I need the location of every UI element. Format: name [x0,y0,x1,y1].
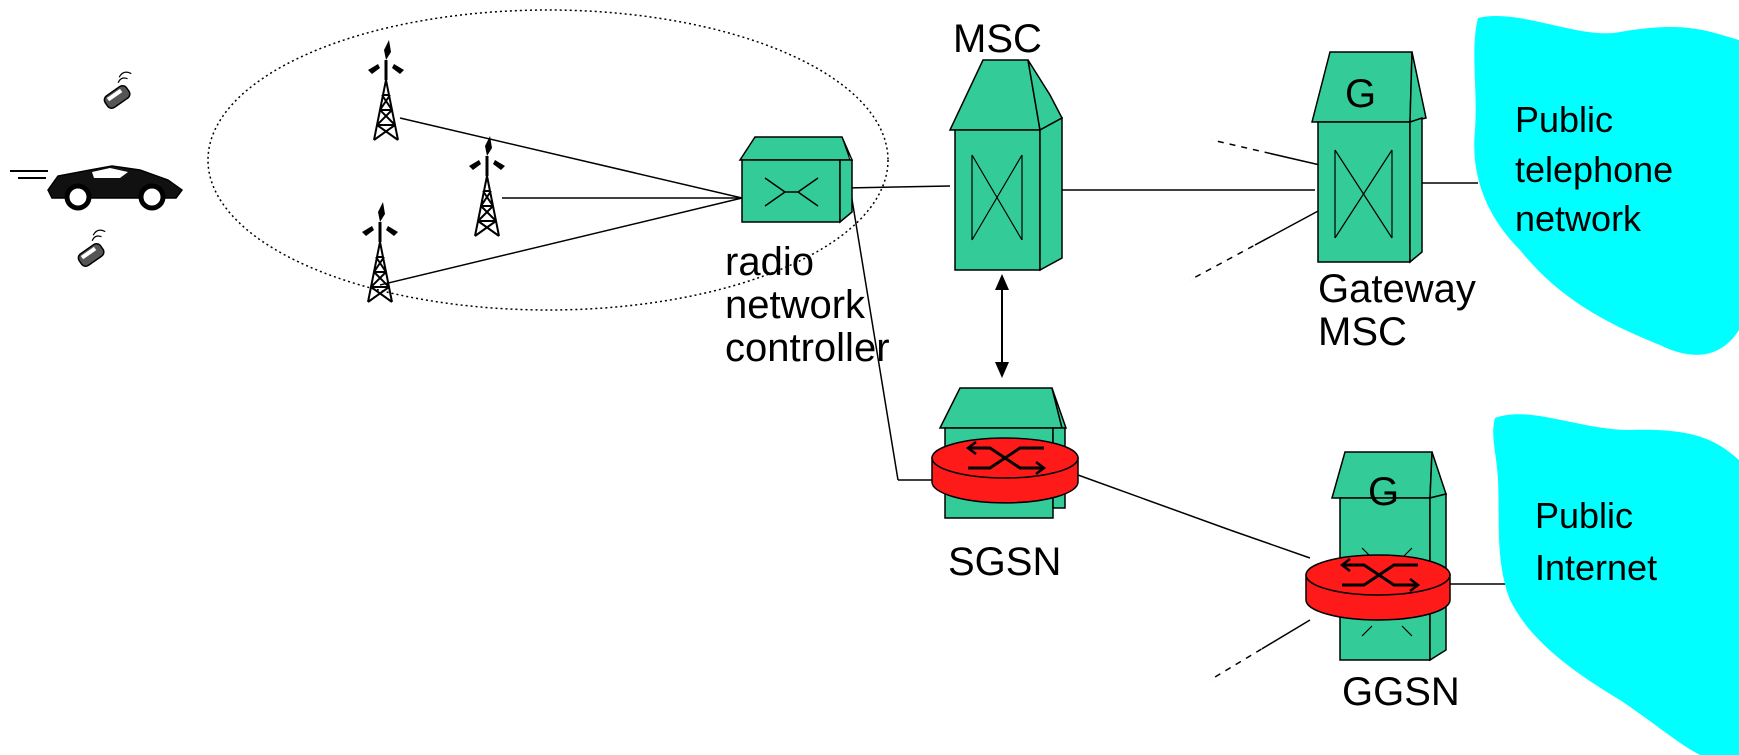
gateway-msc-label-line1: Gateway [1318,267,1476,311]
dashed-overlays [1189,138,1291,682]
link-tower3-rnc [379,197,743,286]
internet-label-line1: Public [1535,495,1633,536]
link-gmsc-external-top [1211,139,1321,166]
cell-phone-icon [77,229,106,267]
rnc-label-line1: radio [725,240,814,284]
link-sgsn-ggsn [1077,474,1231,531]
switch-building-icon [948,59,1064,272]
link-rnc-sgsn [847,174,899,481]
rnc-label-line3: controller [725,326,890,370]
cell-phone-icon [103,71,132,109]
car-icon [10,165,184,211]
rnc-label-line2: network [725,283,866,327]
msc-label: MSC [953,17,1042,61]
gateway-msc-label-line2: MSC [1318,310,1407,354]
ggsn-letter: G [1368,470,1399,514]
pstn-label-line1: Public [1515,99,1613,140]
pstn-label-line3: network [1515,198,1642,239]
link-ggsn-external-bottom [1209,619,1311,681]
link-tower1-rnc [399,117,743,199]
internet-label-line2: Internet [1535,547,1657,588]
cell-coverage-ellipse [207,9,889,311]
link-rnc-msc [844,185,951,189]
router-icon [931,437,1079,504]
radio-tower-icon [366,38,406,142]
gateway-msc-letter: G [1345,72,1376,116]
msc-sgsn-double-arrow [995,274,1009,378]
switch-building-icon [738,136,854,224]
sgsn-label: SGSN [948,540,1061,584]
cloud-icon [1493,414,1739,755]
switch-building-icon [1311,51,1427,264]
pstn-label-line2: telephone [1515,149,1673,190]
link-sgsn-ggsn-end [1229,529,1311,559]
radio-tower-icon [467,134,507,238]
cloud-icon [1474,16,1739,355]
ggsn-label: GGSN [1342,670,1460,714]
router-icon [1305,554,1451,621]
links [379,117,1508,681]
